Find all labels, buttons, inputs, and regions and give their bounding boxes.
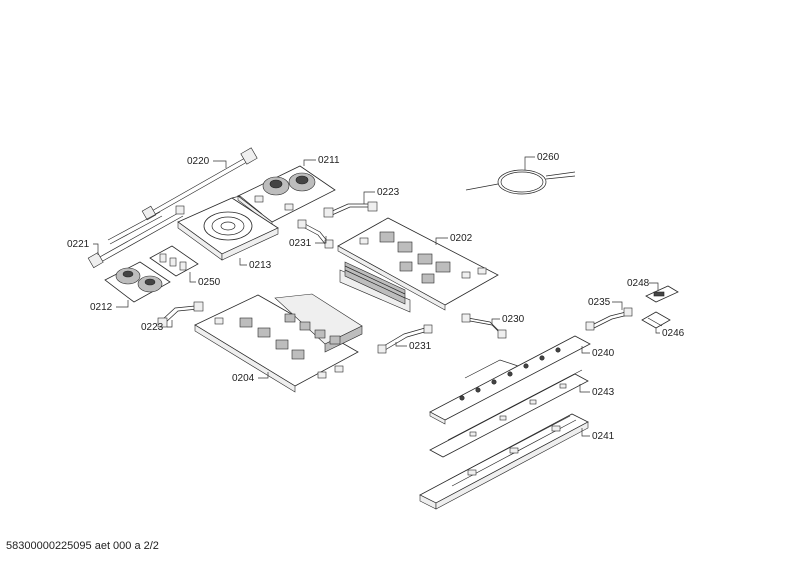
document-footer: 58300000225095 aet 000 a 2/2 [6,540,159,552]
part-0223-harness-upper [323,201,378,218]
part-0260-cable [465,169,576,195]
footer-text: 58300000225095 aet 000 a 2/2 [6,540,159,552]
part-0243-light-guide [429,369,589,458]
part-0223-harness-lower [157,301,204,328]
part-0204-power-board [194,293,363,393]
label-0202: 0202 [450,233,473,244]
label-0260: 0260 [537,152,560,163]
label-0230: 0230 [502,314,525,325]
part-0221-harness [87,205,185,269]
part-0211-filter-board [237,165,336,227]
part-0230-harness [461,313,507,339]
label-0248: 0248 [627,278,650,289]
label-0235: 0235 [588,297,611,308]
part-0231-harness-upper [297,219,334,249]
label-0231-lower: 0231 [409,341,432,352]
label-0213: 0213 [249,260,272,271]
part-0246-clip [641,311,671,329]
label-0231-upper: 0231 [289,238,312,249]
leader-lines [93,156,660,437]
label-0241: 0241 [592,431,615,442]
label-0223-upper: 0223 [377,187,400,198]
label-0211: 0211 [318,155,340,166]
part-0240-control-board [429,335,591,425]
label-0250: 0250 [198,277,221,288]
label-0246: 0246 [662,328,685,339]
part-0202-power-board [337,217,499,313]
part-0248-small-pcb [645,285,679,303]
label-0212: 0212 [90,302,113,313]
part-0235-harness [585,307,633,331]
part-0250-small-board [149,245,199,277]
part-0241-frame [419,413,589,510]
label-0240: 0240 [592,348,615,359]
label-0243: 0243 [592,387,615,398]
label-0220: 0220 [187,156,210,167]
part-0231-harness-lower [377,324,433,354]
label-0221: 0221 [67,239,90,250]
part-labels: 0220 0211 0223 0260 0231 0202 0221 0213 … [67,152,685,442]
label-0223-lower: 0223 [141,322,164,333]
part-0213-coil-plate [177,195,279,261]
part-0212-filter-board [104,261,171,303]
label-0204: 0204 [232,373,255,384]
